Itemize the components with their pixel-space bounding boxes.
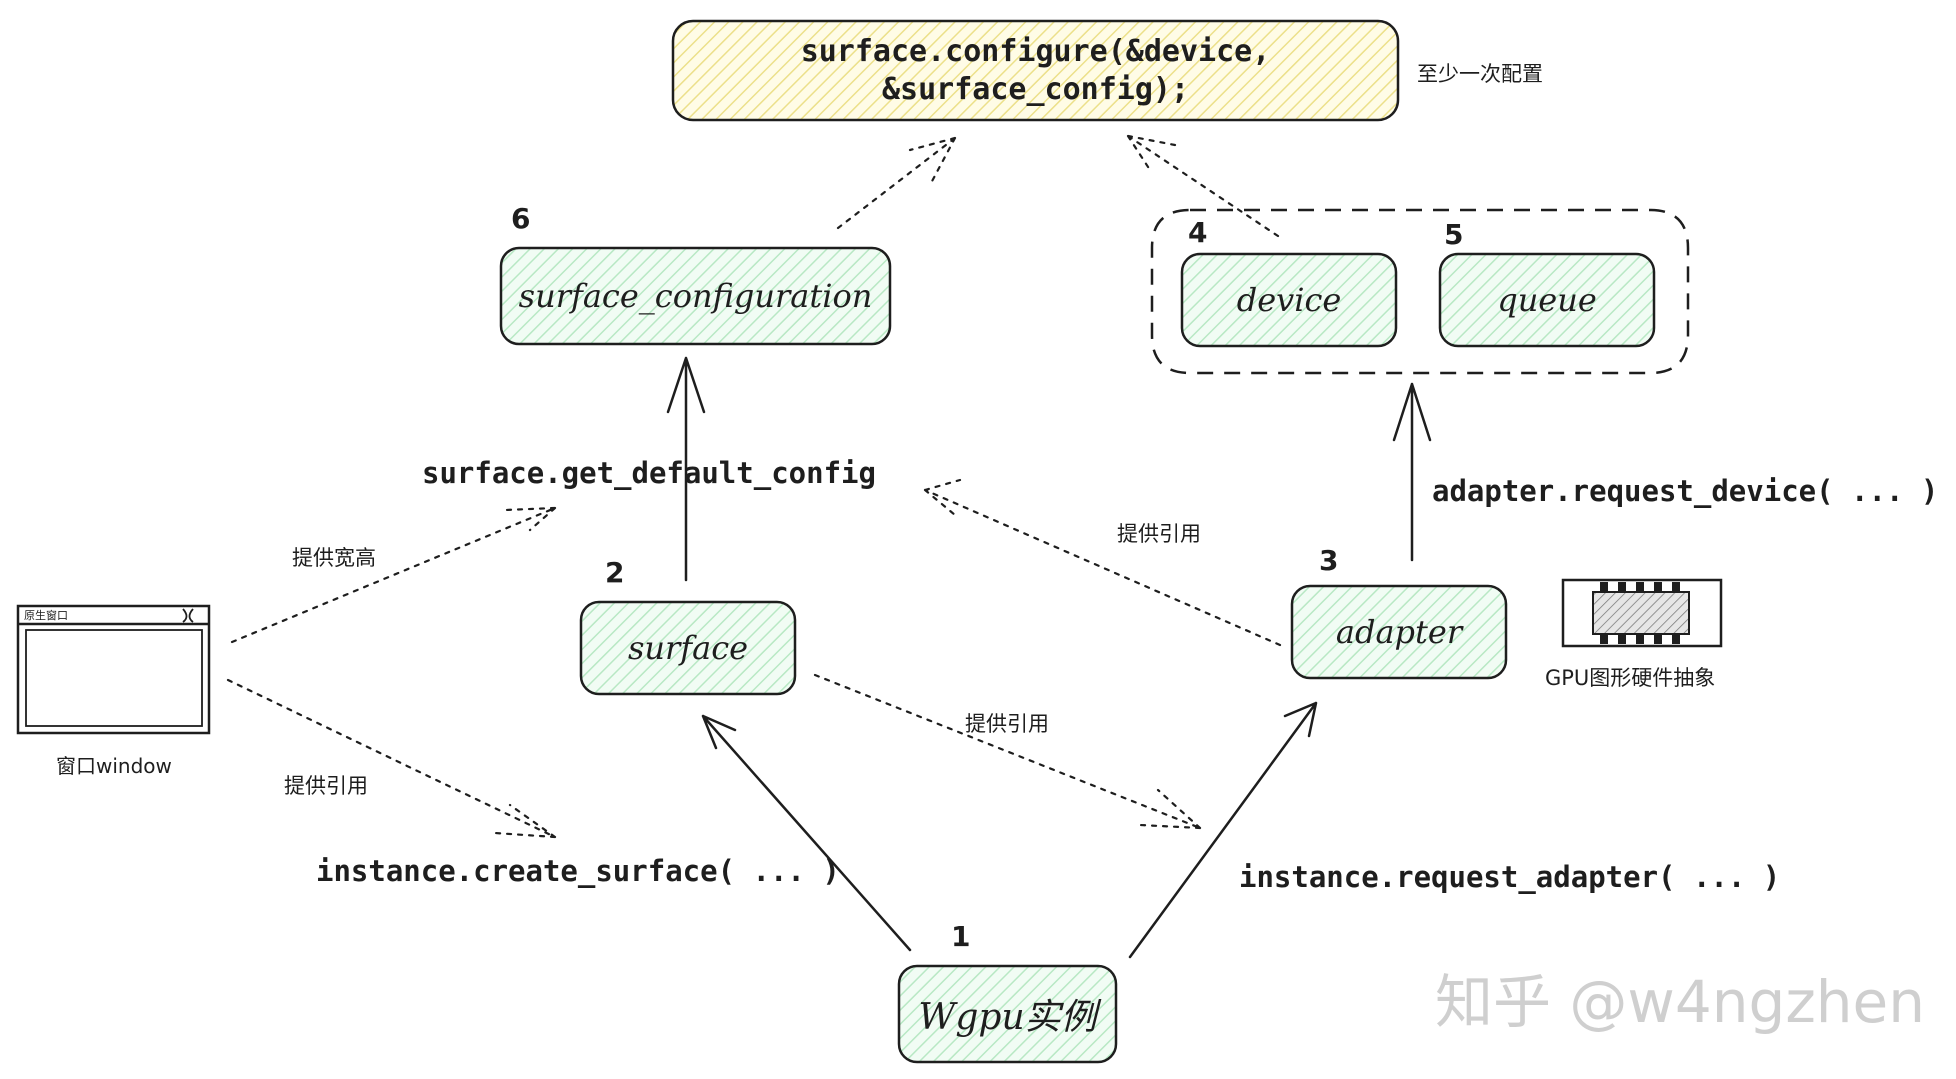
adapter-label: adapter xyxy=(1335,613,1463,651)
step-number-6: 6 xyxy=(511,202,531,235)
step-number-1: 1 xyxy=(951,920,971,953)
configure-box xyxy=(671,19,1400,122)
wgpu-instance-label: Wgpu实例 xyxy=(918,997,1097,1038)
provide-ref-window-label: 提供引用 xyxy=(284,774,368,798)
configure-note: 至少一次配置 xyxy=(1417,62,1543,86)
provide-ref-surface-label: 提供引用 xyxy=(965,712,1049,736)
configure-line1: surface.configure(&device, xyxy=(800,33,1271,69)
gpu-chip-icon xyxy=(1561,578,1723,648)
gpu-abstraction-label: GPU图形硬件抽象 xyxy=(1545,666,1716,690)
dotted-device-to-configure xyxy=(1126,134,1280,238)
surface-box xyxy=(579,600,797,696)
arrow-wgpu-to-surface xyxy=(701,714,912,952)
provide-size-label: 提供宽高 xyxy=(292,546,376,570)
dotted-adapter-to-getconfig xyxy=(923,478,1282,647)
window-title-text: 原生窗口 xyxy=(24,609,68,622)
queue-label: queue xyxy=(1497,281,1597,319)
device-queue-group xyxy=(1150,208,1690,375)
dotted-config-to-configure xyxy=(836,136,957,230)
wgpu-instance-box xyxy=(897,964,1118,1064)
queue-box xyxy=(1438,252,1656,348)
provide-ref-adapter-label: 提供引用 xyxy=(1117,522,1201,546)
surface-label: surface xyxy=(627,629,749,667)
get-default-config-label: surface.get_default_config xyxy=(422,456,876,490)
window-caption: 窗口window xyxy=(56,754,172,778)
window-icon xyxy=(16,604,211,735)
request-device-label: adapter.request_device( ... ) xyxy=(1432,474,1939,508)
arrow-wgpu-to-adapter xyxy=(1128,701,1318,959)
surface-configuration-label: surface_configuration xyxy=(518,277,873,315)
surface-configuration-box xyxy=(499,246,892,346)
configure-line2: &surface_config); xyxy=(881,71,1190,107)
step-number-2: 2 xyxy=(605,556,625,589)
step-number-5: 5 xyxy=(1444,218,1464,251)
dotted-window-to-create xyxy=(226,678,557,839)
arrow-surface-to-config xyxy=(666,356,706,582)
step-number-4: 4 xyxy=(1188,216,1208,249)
device-box xyxy=(1180,252,1398,348)
create-surface-label: instance.create_surface( ... ) xyxy=(316,854,840,888)
device-label: device xyxy=(1236,281,1342,319)
configure-text: surface.configure(&device, &surface_conf… xyxy=(673,21,1398,120)
request-adapter-label: instance.request_adapter( ... ) xyxy=(1239,860,1781,894)
watermark: 知乎 @w4ngzhen xyxy=(1435,968,1925,1036)
arrow-adapter-to-device xyxy=(1392,382,1432,562)
dotted-window-to-getconfig xyxy=(230,506,557,644)
step-number-3: 3 xyxy=(1319,544,1339,577)
adapter-box xyxy=(1290,584,1508,680)
dotted-surface-to-request xyxy=(813,673,1202,830)
